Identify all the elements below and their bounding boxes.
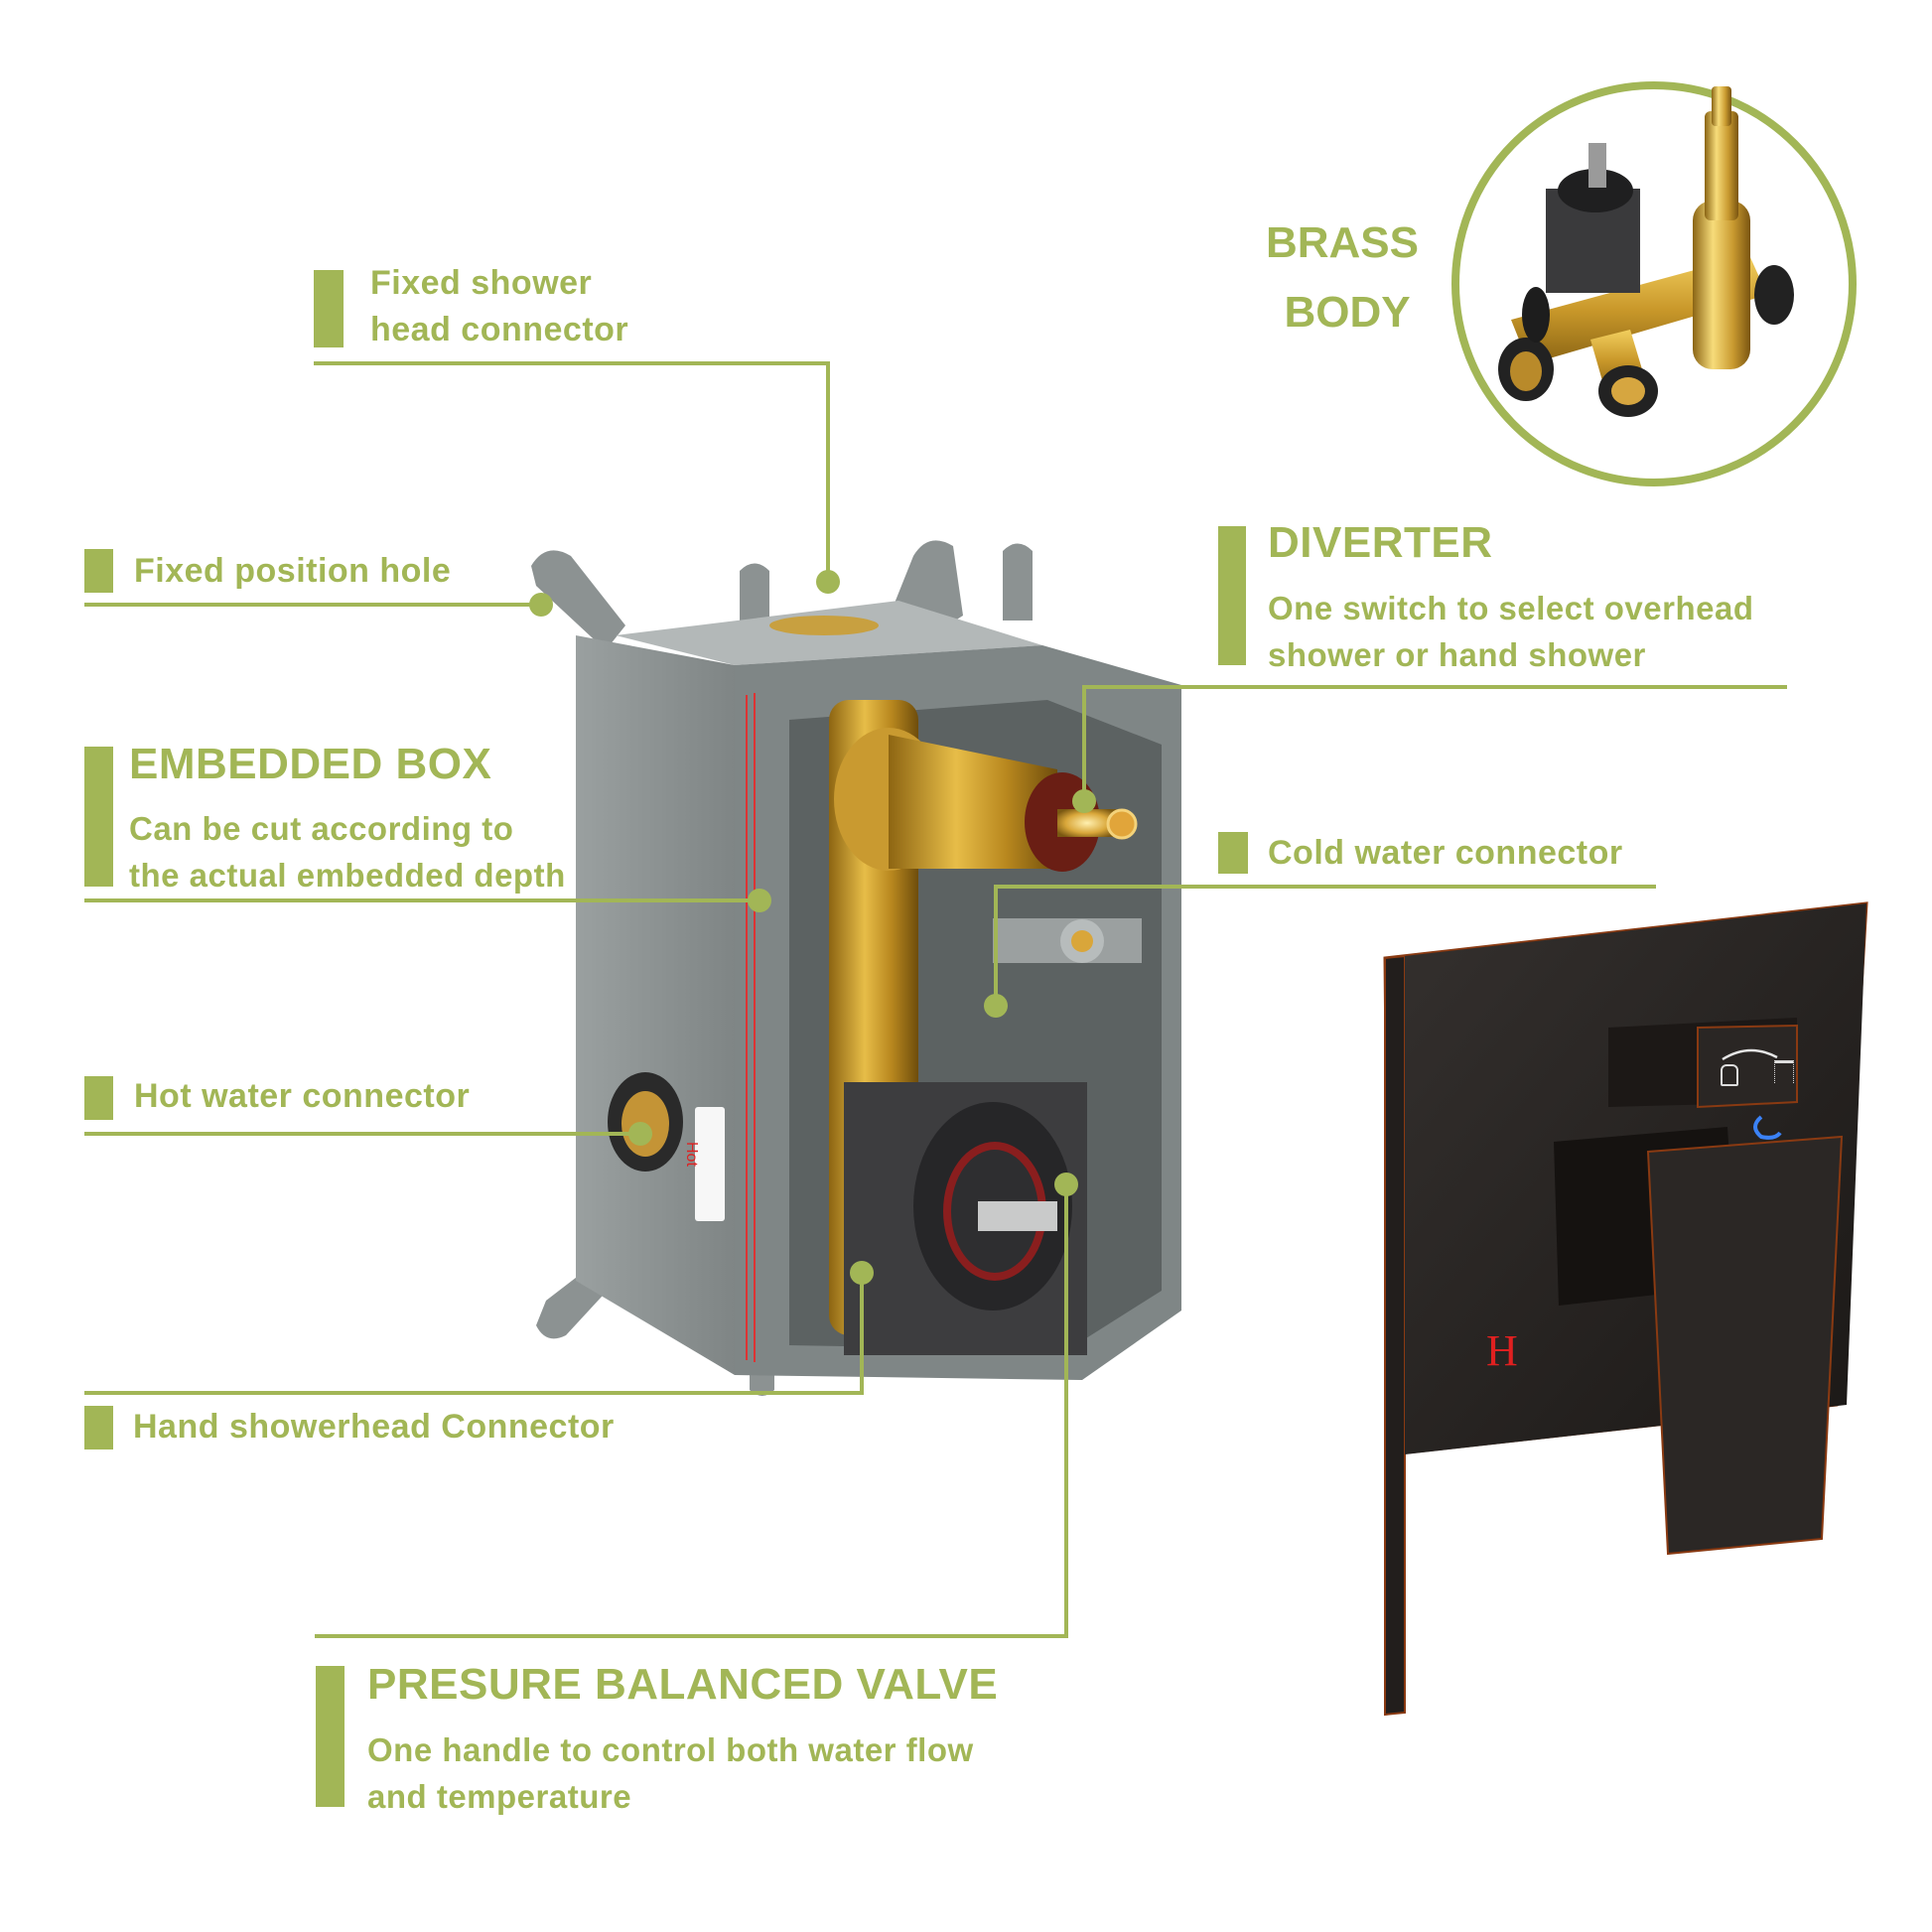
hand-shower-icon: [1721, 1064, 1738, 1086]
fixed-shower-head-label-line2: head connector: [370, 311, 629, 348]
pressure-valve-marker: [316, 1666, 345, 1807]
hand-showerhead-marker: [84, 1406, 113, 1449]
overhead-shower-icon: [1774, 1060, 1794, 1083]
embedded-box-desc-line1: Can be cut according to: [129, 810, 514, 847]
brass-body-label: BRASS BODY: [1253, 208, 1432, 347]
embedded-box-desc-line2: the actual embedded depth: [129, 857, 566, 894]
pressure-valve-desc-line1: One handle to control both water flow: [367, 1731, 974, 1768]
fixed-shower-head-marker: [314, 270, 344, 347]
pressure-valve-point: [1054, 1173, 1078, 1196]
brass-valve-body-illustration: [1498, 86, 1794, 417]
fixed-shower-head-leader-v: [826, 361, 830, 582]
diverter-marker: [1218, 526, 1246, 665]
hot-water-label: Hot water connector: [134, 1077, 471, 1115]
hand-showerhead-leader-v: [860, 1273, 864, 1395]
fixed-shower-head-leader-h: [314, 361, 830, 365]
cold-water-label: Cold water connector: [1268, 834, 1623, 872]
embedded-box-point: [748, 889, 771, 912]
fixed-position-hole-marker: [84, 549, 113, 593]
cold-water-leader-v: [994, 885, 998, 1006]
cold-water-leader-h: [996, 885, 1656, 889]
diverter-desc-line2: shower or hand shower: [1268, 636, 1646, 673]
hand-showerhead-point: [850, 1261, 874, 1285]
diverter-leader-v: [1082, 685, 1086, 801]
fixed-shower-head-point: [816, 570, 840, 594]
diverter-leader-h: [1082, 685, 1787, 689]
diverter-point: [1072, 789, 1096, 813]
pressure-valve-leader-v: [1064, 1184, 1068, 1638]
embedded-box-title: EMBEDDED BOX: [129, 740, 492, 788]
hand-showerhead-label: Hand showerhead Connector: [133, 1408, 615, 1446]
embedded-box-marker: [84, 747, 113, 887]
hot-water-point: [628, 1122, 652, 1146]
fixed-position-hole-point: [529, 593, 553, 617]
pressure-valve-desc-line2: and temperature: [367, 1778, 632, 1815]
cold-water-point: [984, 994, 1008, 1018]
fixed-position-hole-leader: [84, 603, 541, 607]
hot-sticker-text: Hot: [683, 1142, 700, 1167]
trim-plate-illustration: [1383, 901, 1868, 1717]
diverter-desc-line1: One switch to select overhead: [1268, 590, 1754, 626]
hand-showerhead-leader-h: [84, 1391, 864, 1395]
hot-water-marker: [84, 1076, 113, 1120]
embedded-box-leader: [84, 898, 759, 902]
fixed-shower-head-label-line1: Fixed shower: [370, 264, 593, 302]
cold-water-marker: [1218, 832, 1248, 874]
brass-body-label-line1: BRASS: [1265, 218, 1420, 267]
diverter-title: DIVERTER: [1268, 518, 1493, 567]
hot-mark: H: [1486, 1326, 1518, 1375]
hot-water-leader: [84, 1132, 640, 1136]
pressure-valve-leader-h: [315, 1634, 1068, 1638]
fixed-position-hole-label: Fixed position hole: [134, 552, 452, 590]
brass-body-label-line2: BODY: [1284, 288, 1411, 337]
pressure-valve-title: PRESURE BALANCED VALVE: [367, 1660, 999, 1709]
